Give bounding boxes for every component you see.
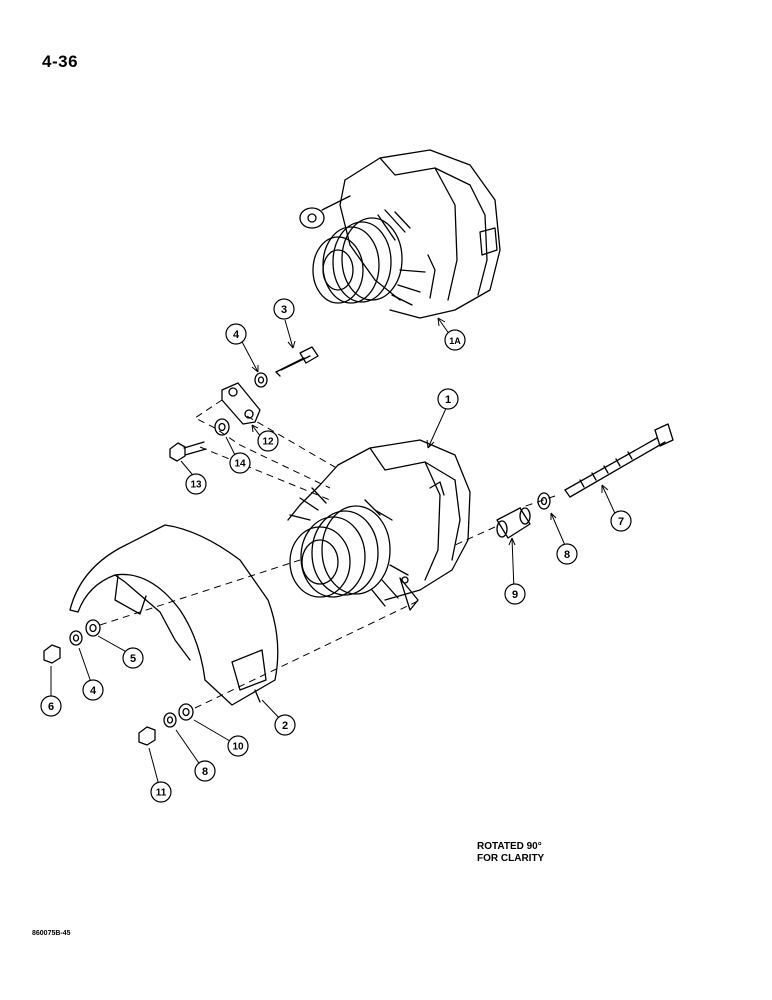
washer-14	[214, 418, 230, 436]
callout-4-left: 4	[90, 685, 97, 697]
page-number: 4-36	[42, 52, 79, 71]
callout-11: 11	[156, 788, 167, 799]
bolt-13	[169, 441, 207, 462]
figure-code: 860075B-45	[32, 930, 71, 937]
lockwasher-8-bottom	[163, 712, 177, 728]
washer-5	[85, 619, 101, 637]
callout-1a-circle	[444, 329, 466, 351]
rotation-note-line1: ROTATED 90°	[477, 841, 542, 852]
callout-12: 12	[262, 437, 274, 448]
callout-6: 6	[48, 701, 54, 713]
lockwasher-4-top	[254, 372, 268, 388]
nut-6	[43, 644, 61, 664]
rotation-note-line2: FOR CLARITY	[477, 853, 545, 864]
leader-lines	[50, 317, 619, 790]
callout-5: 5	[130, 653, 136, 665]
callout-10: 10	[232, 742, 244, 753]
callout-3-circle	[273, 298, 295, 320]
callout-8-bottom: 8	[202, 766, 208, 778]
callout-4a-circle	[225, 323, 247, 345]
callout-1: 1	[445, 394, 451, 406]
bolt-7	[564, 423, 674, 498]
washer-10	[178, 703, 194, 721]
callout-2-circle	[274, 714, 296, 736]
callout-11-circle	[150, 781, 172, 803]
assembly-lines	[99, 399, 556, 709]
callout-14: 14	[234, 459, 246, 470]
callout-2: 2	[282, 720, 288, 732]
spacer-9	[496, 507, 531, 539]
callout-13: 13	[190, 480, 202, 491]
callout-3: 3	[281, 304, 287, 316]
callout-5-circle	[122, 647, 144, 669]
bracket-12	[221, 382, 261, 425]
lockwasher-4-left	[69, 630, 83, 646]
callout-6-circle	[40, 695, 62, 717]
alternator-1	[287, 439, 471, 611]
callout-8b-circle	[194, 760, 216, 782]
nut-11	[138, 726, 156, 746]
callout-4b-circle	[82, 679, 104, 701]
callout-7-circle	[610, 510, 632, 532]
callout-4-top: 4	[233, 329, 240, 341]
shield-2	[69, 524, 279, 706]
bolt-3	[275, 346, 319, 377]
callout-12-circle	[257, 430, 279, 452]
callout-1-circle	[437, 388, 459, 410]
callout-10-circle	[227, 735, 249, 757]
callout-8a-circle	[556, 543, 578, 565]
callout-7: 7	[618, 516, 624, 528]
rotation-note: ROTATED 90° FOR CLARITY	[477, 841, 544, 865]
callout-9: 9	[512, 589, 518, 601]
callout-14-circle	[229, 452, 251, 474]
callout-1a: 1A	[449, 336, 461, 346]
callout-13-circle	[185, 473, 207, 495]
alternator-1a	[299, 149, 501, 319]
callout-8-right: 8	[564, 549, 570, 561]
callout-9-circle	[504, 583, 526, 605]
